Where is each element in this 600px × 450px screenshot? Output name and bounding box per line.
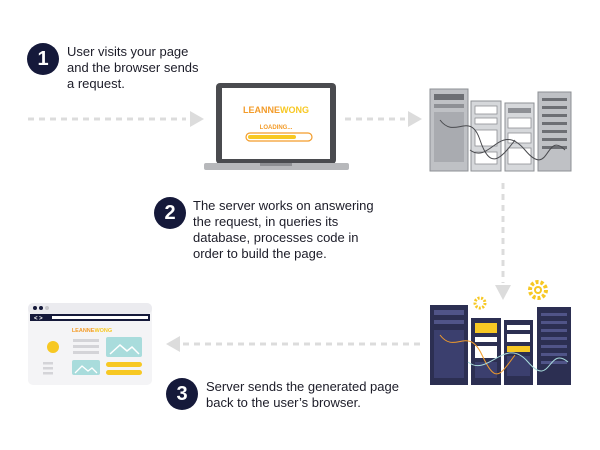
- step-1-badge: 1: [27, 43, 59, 75]
- step-1-line-2: and the browser sends: [67, 60, 199, 75]
- laptop-brand-first: LEANNE: [243, 105, 280, 115]
- step-2-line-2: the request, in queries its: [193, 214, 339, 229]
- browser-image-card-2: [72, 360, 100, 375]
- browser-image-card-1: [106, 337, 142, 357]
- laptop-brand-second: WONG: [280, 105, 309, 115]
- browser-sun-icon: [47, 341, 59, 353]
- laptop-loading-text: LOADING...: [260, 125, 293, 131]
- browser-illustration: < > LEANNEWONG: [28, 303, 152, 385]
- step-1-description: User visits your page and the browser se…: [67, 44, 199, 92]
- step-2-number: 2: [164, 201, 176, 224]
- step-3-description: Server sends the generated page back to …: [206, 379, 399, 411]
- step-3-badge: 3: [166, 378, 198, 410]
- gear-icon: [473, 280, 548, 310]
- browser-nav-arrows: < >: [34, 316, 43, 322]
- loading-bar-fill: [248, 135, 296, 139]
- arrow-laptop-to-server: [345, 111, 422, 127]
- step-3-number: 3: [176, 382, 188, 405]
- step-3-line-2: back to the user’s browser.: [206, 395, 361, 410]
- step-1-number: 1: [37, 47, 49, 70]
- browser-dot-2: [39, 306, 43, 310]
- step-1-line-1: User visits your page: [67, 44, 189, 59]
- step-2-description: The server works on answering the reques…: [193, 198, 374, 262]
- server-rack-gray: [429, 88, 572, 172]
- step-2-badge: 2: [154, 197, 186, 229]
- laptop-brand: LEANNEWONG: [243, 105, 309, 115]
- laptop-illustration: LEANNEWONG LOADING...: [204, 83, 349, 170]
- arrow-server-down: [495, 183, 511, 300]
- arrow-request-to-laptop: [28, 111, 204, 127]
- server-rack-dark: [430, 305, 571, 385]
- step-2-line-1: The server works on answering: [193, 198, 374, 213]
- step-1-line-3: a request.: [67, 76, 125, 91]
- browser-button-2: [106, 370, 142, 375]
- arrow-server-to-browser: [166, 336, 420, 352]
- step-2-line-3: database, processes code in: [193, 230, 359, 245]
- browser-brand: LEANNEWONG: [72, 328, 112, 334]
- browser-dot-3: [45, 306, 49, 310]
- step-3-line-1: Server sends the generated page: [206, 379, 399, 394]
- browser-brand-first: LEANNE: [72, 328, 95, 334]
- browser-brand-second: WONG: [94, 328, 112, 334]
- browser-button-1: [106, 362, 142, 367]
- step-2-line-4: order to build the page.: [193, 246, 327, 261]
- browser-dot-1: [33, 306, 37, 310]
